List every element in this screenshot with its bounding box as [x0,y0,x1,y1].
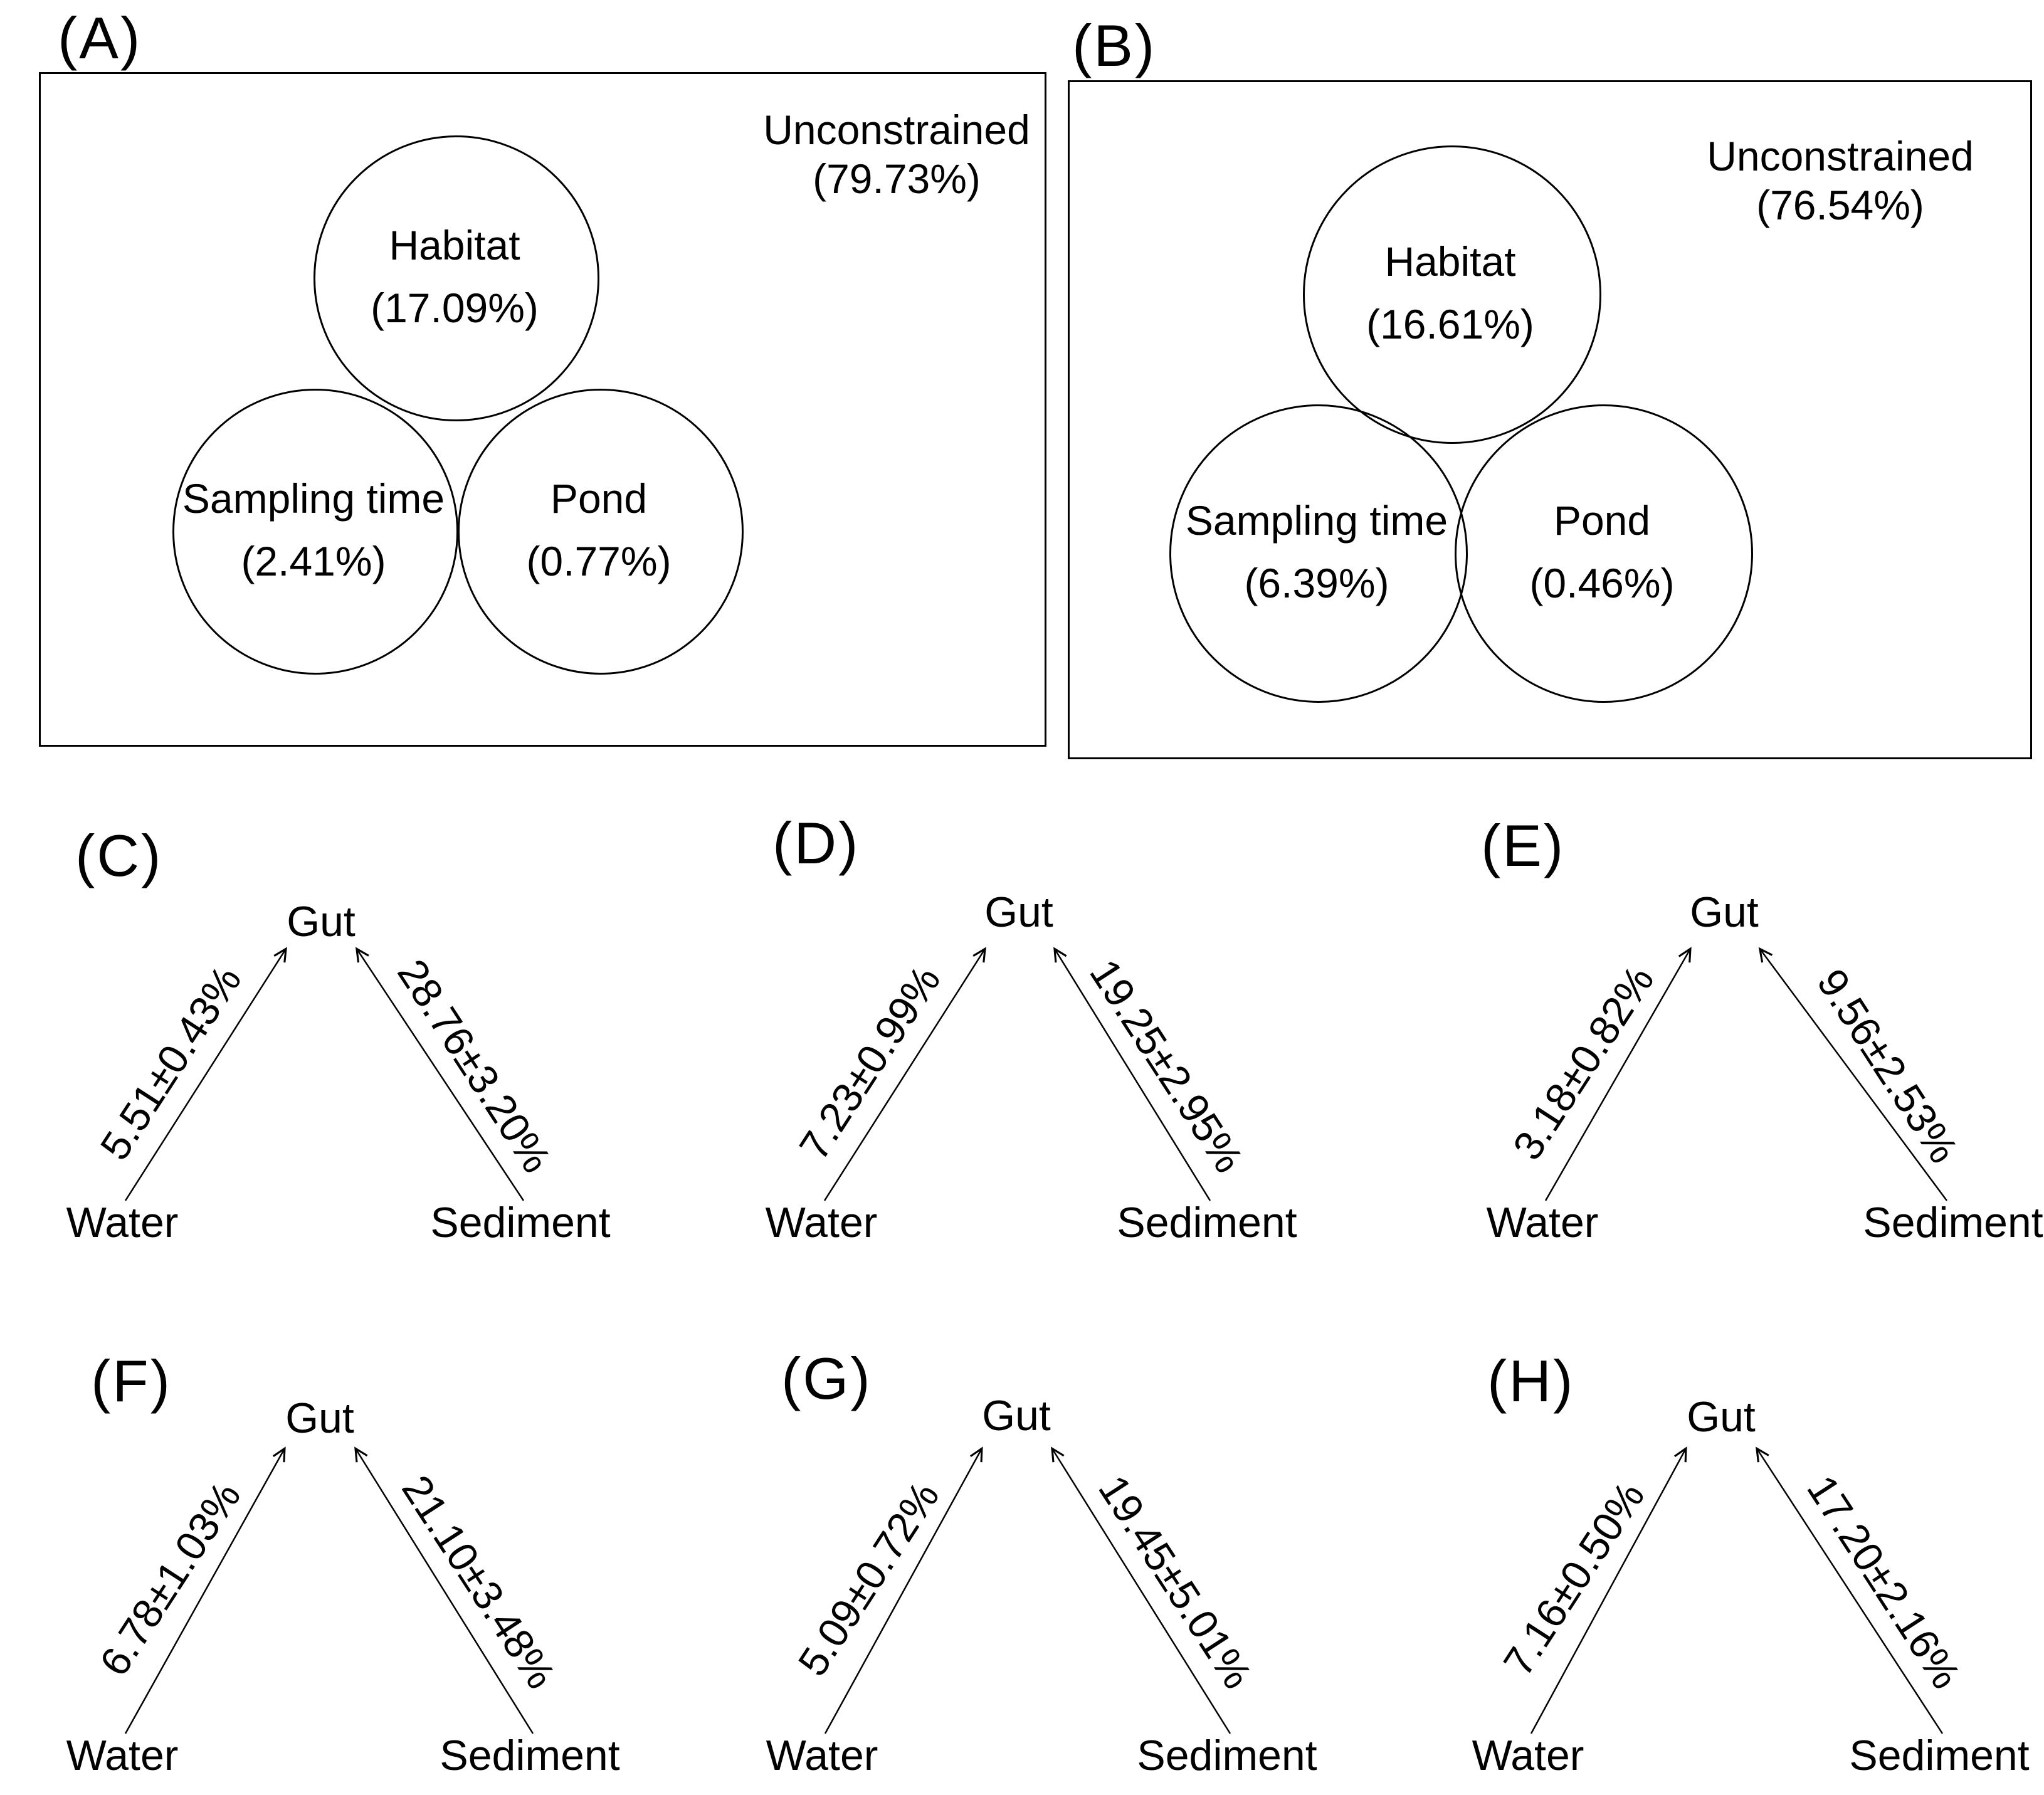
venn-a-habitat-name: Habitat [389,222,520,268]
venn-a-sampling-circle [172,389,458,675]
arrow-sediment-to-gut-d [1053,947,1211,1201]
venn-b-unconstrained-value: (76.54%) [1756,182,1924,228]
venn-b-frame [1068,80,2032,759]
arrow-water-to-gut-g [824,1446,983,1734]
arrow-water-to-gut-c [124,947,287,1201]
panel-a-label: (A) [58,5,142,71]
venn-b-unconstrained-title: Unconstrained [1707,133,1974,179]
gut-node-d: Gut [984,888,1053,936]
venn-a-sampling-name: Sampling time [182,475,445,522]
venn-a-habitat-value: (17.09%) [371,285,539,331]
venn-b-pond-name: Pond [1553,497,1651,544]
panel-b-label: (B) [1072,13,1157,78]
venn-b-habitat-name: Habitat [1384,238,1516,285]
venn-b-habitat-circle [1303,145,1601,444]
venn-b-pond-text: Pond (0.46%) [1529,489,1674,614]
venn-b-sampling-value: (6.39%) [1244,560,1389,606]
sediment-node-e: Sediment [1863,1199,2043,1246]
venn-b-pond-value: (0.46%) [1529,560,1675,606]
arrow-sediment-to-gut-e [1758,947,1948,1201]
water-node-f: Water [66,1732,179,1779]
venn-b-sampling-name: Sampling time [1185,497,1448,544]
panel-h-label: (H) [1487,1348,1575,1414]
venn-a-sampling-value: (2.41%) [241,538,386,584]
water-node-d: Water [765,1199,878,1246]
panel-g-label: (G) [781,1345,872,1411]
sediment-node-f: Sediment [440,1732,620,1779]
panel-e-label: (E) [1481,813,1566,878]
sediment-node-g: Sediment [1137,1732,1317,1779]
venn-a-pond-circle [458,389,744,675]
venn-a-pond-text: Pond (0.77%) [526,467,671,592]
gut-node-f: Gut [285,1394,354,1442]
arrow-sediment-to-gut-f [354,1446,534,1734]
arrow-water-to-gut-e [1544,947,1692,1201]
venn-a-unconstrained: Unconstrained (79.73%) [763,105,1030,203]
venn-a-pond-name: Pond [550,475,648,522]
venn-b-sampling-text: Sampling time (6.39%) [1186,489,1448,614]
sediment-node-c: Sediment [430,1199,611,1246]
arrow-sediment-to-gut-g [1051,1446,1231,1734]
water-node-c: Water [66,1199,179,1246]
water-node-h: Water [1472,1732,1584,1779]
gut-node-h: Gut [1687,1393,1756,1441]
arrow-water-to-gut-f [124,1446,286,1734]
venn-b-pond-circle [1455,404,1753,703]
venn-b-habitat-value: (16.61%) [1366,301,1534,347]
venn-a-unconstrained-title: Unconstrained [763,107,1030,153]
venn-a-unconstrained-value: (79.73%) [813,155,981,202]
water-node-e: Water [1486,1199,1599,1246]
sediment-value-h: 17.20±2.16% [1798,1466,1970,1697]
venn-a-habitat-text: Habitat (17.09%) [371,214,539,339]
arrow-sediment-to-gut-c [355,947,525,1201]
venn-b-habitat-text: Habitat (16.61%) [1366,230,1534,355]
gut-node-c: Gut [287,898,356,945]
venn-a-pond-value: (0.77%) [526,538,672,584]
arrow-water-to-gut-h [1530,1446,1687,1734]
water-node-g: Water [766,1732,878,1779]
sediment-node-d: Sediment [1117,1199,1297,1246]
arrow-sediment-to-gut-h [1756,1446,1944,1734]
gut-node-g: Gut [982,1392,1051,1440]
gut-node-e: Gut [1690,888,1759,936]
panel-c-label: (C) [75,823,163,888]
panel-f-label: (F) [91,1348,172,1414]
venn-a-frame [39,72,1046,747]
water-value-h: 7.16±0.50% [1494,1473,1653,1684]
sediment-node-h: Sediment [1849,1732,2030,1779]
venn-b-unconstrained: Unconstrained (76.54%) [1707,132,1974,229]
venn-a-habitat-circle [313,135,599,421]
panel-d-label: (D) [772,810,860,876]
arrow-water-to-gut-d [823,947,986,1201]
venn-a-sampling-text: Sampling time (2.41%) [182,467,445,592]
